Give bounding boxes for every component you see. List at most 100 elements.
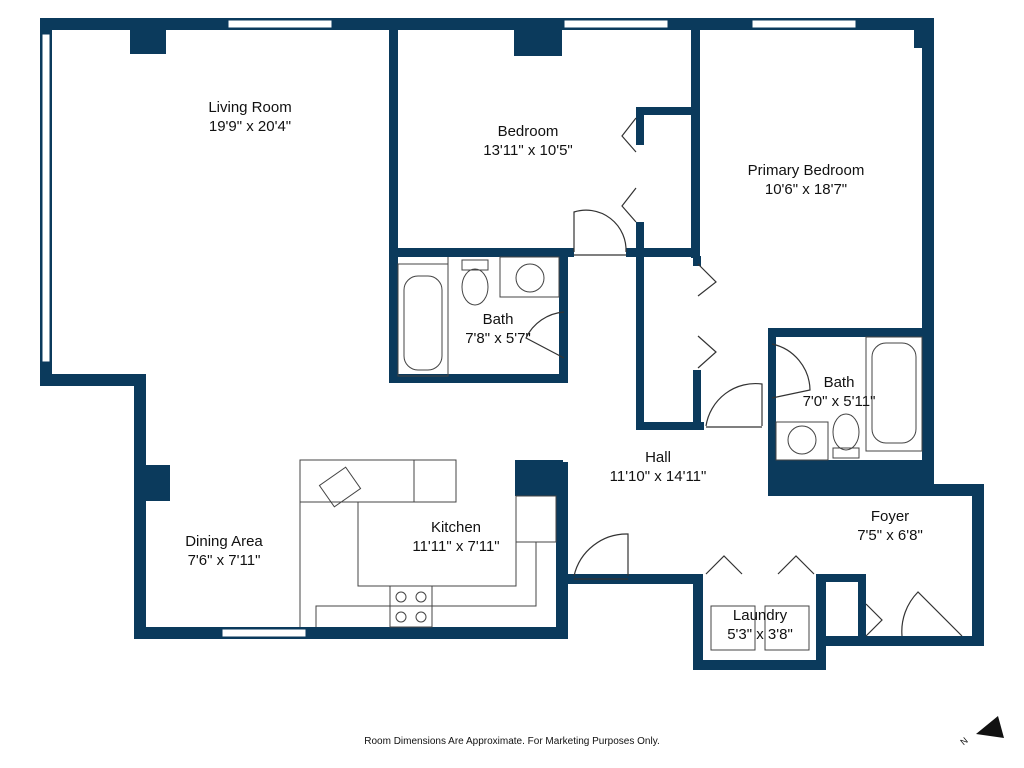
- burner-3: [395, 611, 407, 623]
- disclaimer-text: Room Dimensions Are Approximate. For Mar…: [364, 736, 660, 747]
- sink-1: [515, 263, 545, 293]
- door-hall-kitchen: [573, 533, 629, 577]
- living-room-name: Living Room: [208, 99, 292, 116]
- primary-bedroom-name: Primary Bedroom: [747, 162, 865, 179]
- window-primary-top: [751, 19, 857, 29]
- laundry-dims: 5'3" x 3'8": [727, 626, 793, 643]
- living-room-dims: 19'9" x 20'4": [208, 118, 292, 135]
- wall-hall-bottom: [568, 574, 703, 584]
- wall-primary-closet-right: [693, 256, 701, 266]
- hall-dims: 11'10" x 14'11": [609, 468, 707, 485]
- wall-foyer-bottom: [826, 636, 984, 646]
- bedroom-dims: 13'11" x 10'5": [483, 142, 573, 159]
- kitchen-fixtures: [299, 459, 557, 628]
- burner-1: [395, 591, 407, 603]
- dining-area-dims: 7'6" x 7'11": [187, 552, 261, 569]
- bath-fixtures: [397, 256, 923, 461]
- door-laundry-2: [777, 555, 815, 575]
- door-bedroom: [573, 209, 627, 253]
- toilet-1-bowl: [461, 268, 489, 306]
- counter-bottom: [315, 542, 537, 627]
- label-bath-1: Bath 7'8" x 5'7": [438, 310, 558, 348]
- wall-primary-closet-left: [636, 256, 644, 430]
- pillar-dining: [146, 465, 170, 501]
- wall-dining-left: [134, 374, 146, 639]
- foyer-name: Foyer: [870, 508, 910, 525]
- windows: [41, 19, 857, 638]
- door-bedroom-closet-1: [621, 117, 637, 153]
- label-laundry: Laundry 5'3" x 3'8": [700, 606, 820, 644]
- wall-laundry-top-right: [816, 574, 866, 582]
- pillar-kitchen: [515, 460, 563, 496]
- wall-foyer-right: [972, 484, 984, 646]
- door-primary-hall: [705, 382, 763, 427]
- wall-left-step: [40, 374, 145, 386]
- wall-right: [922, 18, 934, 338]
- wall-bath2-bottom-block: [768, 460, 934, 496]
- dining-area-name: Dining Area: [185, 533, 263, 550]
- fridge: [413, 459, 457, 503]
- label-hall: Hall 11'10" x 14'11": [578, 448, 738, 486]
- wall-bedroom-primary: [691, 18, 700, 258]
- bath-2-name: Bath: [823, 374, 855, 391]
- wall-foyer-closet: [858, 574, 866, 636]
- bathtub-2: [865, 336, 923, 452]
- wall-living-bedroom: [389, 18, 398, 252]
- stove: [389, 585, 433, 628]
- label-living-room: Living Room 19'9" x 20'4": [170, 98, 330, 136]
- toilet-2-bowl: [832, 413, 860, 451]
- door-bedroom-closet-2: [621, 187, 637, 223]
- door-primary-closet-2: [697, 335, 717, 369]
- label-foyer: Foyer 7'5" x 6'8": [830, 507, 950, 545]
- window-dining-bottom: [221, 628, 307, 638]
- kitchen-name: Kitchen: [430, 519, 482, 536]
- bath-1-name: Bath: [482, 311, 514, 328]
- wall-bedroom-closet-top: [636, 107, 696, 115]
- window-living-top: [227, 19, 333, 29]
- bathtub-2-inner: [871, 342, 917, 444]
- label-primary-bedroom: Primary Bedroom 10'6" x 18'7": [716, 161, 896, 199]
- label-bedroom: Bedroom 13'11" x 10'5": [448, 122, 608, 160]
- burner-2: [415, 591, 427, 603]
- wall-bath1-bottom: [389, 374, 568, 383]
- toilet-2-tank: [832, 447, 860, 459]
- wall-bath1-left: [389, 248, 398, 383]
- washer: [710, 605, 756, 651]
- wall-laundry-left: [693, 574, 703, 670]
- wall-laundry-right: [816, 574, 826, 670]
- pillar-primary: [914, 30, 926, 48]
- pillar-bedroom: [514, 30, 562, 56]
- label-bath-2: Bath 7'0" x 5'11": [779, 373, 899, 411]
- wall-primary-closet-bottom: [636, 422, 704, 430]
- wall-bath2-right: [922, 330, 934, 490]
- burner-4: [415, 611, 427, 623]
- counter-island: [299, 459, 457, 503]
- door-entry: [901, 591, 963, 637]
- kitchen-dims: 11'11" x 7'11": [412, 538, 500, 555]
- wall-bedroom-closet-side2: [636, 222, 644, 252]
- laundry-machines: [710, 605, 810, 651]
- label-dining-area: Dining Area 7'6" x 7'11": [154, 532, 294, 570]
- wall-bath2-left: [768, 328, 776, 496]
- wall-bath2-top: [768, 328, 934, 337]
- door-primary-closet-1: [697, 263, 717, 297]
- hall-name: Hall: [645, 449, 671, 466]
- sink-2-counter: [775, 421, 829, 461]
- foyer-dims: 7'5" x 6'8": [857, 527, 923, 544]
- wall-bottom-kitchen: [134, 627, 568, 639]
- wall-bedroom-bottom: [389, 248, 574, 257]
- bathtub-1-inner: [403, 275, 443, 371]
- pillar-living: [130, 30, 166, 54]
- bath-1-dims: 7'8" x 5'7": [465, 330, 531, 347]
- dryer: [764, 605, 810, 651]
- door-bath1: [525, 311, 565, 359]
- kitchen-sink: [318, 466, 362, 508]
- north-arrow-icon: N: [958, 716, 1004, 746]
- window-bedroom-top: [563, 19, 669, 29]
- sink-2: [787, 425, 817, 455]
- laundry-name: Laundry: [732, 607, 788, 624]
- wall-bedroom-bottom-right: [626, 248, 700, 257]
- wall-laundry-bottom: [693, 660, 826, 670]
- door-laundry-1: [705, 555, 743, 575]
- door-foyer-closet: [865, 603, 883, 637]
